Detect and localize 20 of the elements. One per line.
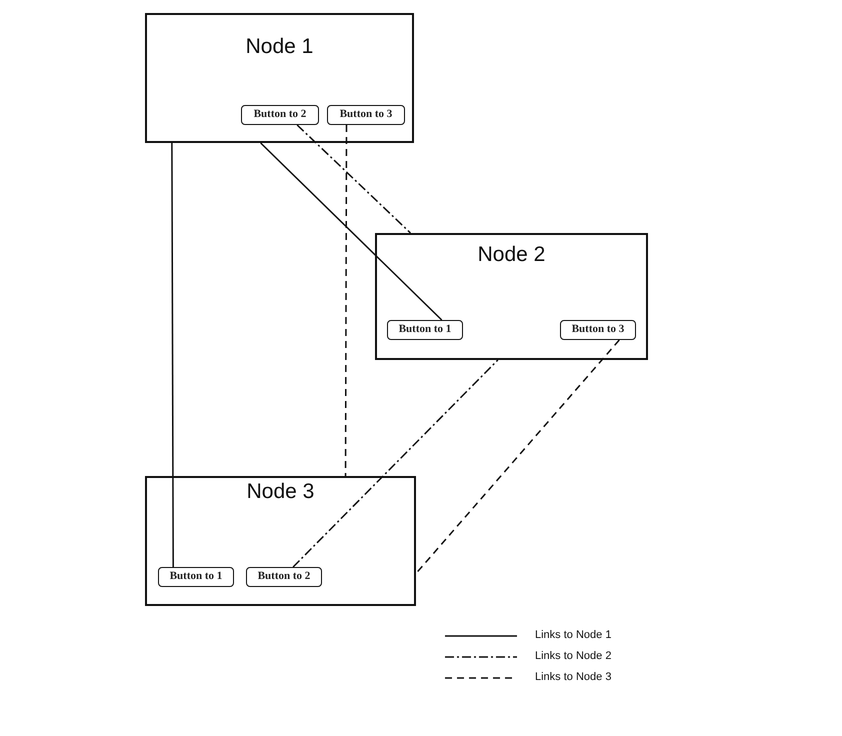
node-box: [145, 476, 416, 606]
legend-text: Links to Node 2: [535, 650, 612, 662]
node-title: Node 2: [478, 243, 546, 267]
button-label: Button to 2: [241, 105, 319, 125]
button-label: Button to 1: [158, 567, 234, 587]
link-line: [415, 340, 620, 574]
node-title: Node 1: [246, 35, 314, 59]
button-label: Button to 3: [560, 320, 636, 340]
button-label: Button to 3: [327, 105, 405, 125]
link-line: [344, 125, 348, 476]
legend-text: Links to Node 1: [535, 629, 612, 641]
link-line: [171, 143, 174, 567]
link-line: [292, 359, 498, 568]
link-line: [260, 142, 442, 321]
legend-text: Links to Node 3: [535, 671, 612, 683]
button-label: Button to 1: [387, 320, 463, 340]
node-box: [375, 233, 648, 360]
node-title: Node 3: [246, 480, 314, 504]
button-label: Button to 2: [246, 567, 322, 587]
node-box: [145, 13, 414, 143]
